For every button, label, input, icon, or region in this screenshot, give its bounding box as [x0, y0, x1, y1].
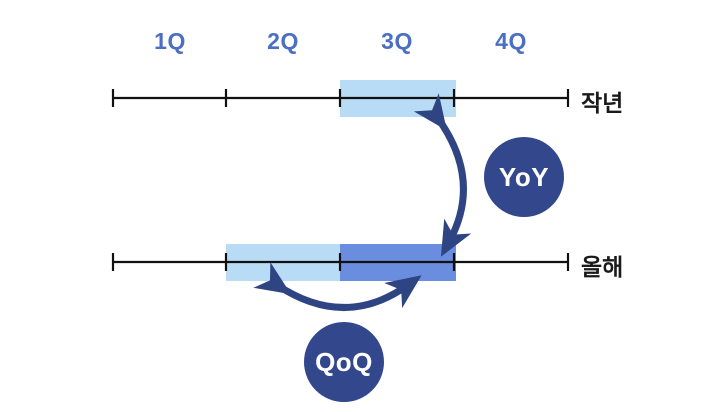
this-year-q3-bar: [340, 244, 456, 281]
quarter-label-2q: 2Q: [267, 28, 299, 54]
last-year-q3-bar: [340, 80, 456, 117]
quarter-label-1q: 1Q: [154, 28, 186, 54]
row-label-last-year: 작년: [581, 90, 624, 116]
qoq-arrow: [253, 262, 422, 311]
yoy-badge: YoY: [484, 137, 564, 217]
quarter-label-4q: 4Q: [495, 28, 527, 54]
yoy-arrow: [413, 93, 472, 257]
quarter-label-3q: 3Q: [381, 28, 413, 54]
row-label-this-year: 올해: [581, 254, 624, 280]
this-year-q2-bar: [226, 244, 340, 281]
qoq-badge: QoQ: [304, 322, 384, 402]
